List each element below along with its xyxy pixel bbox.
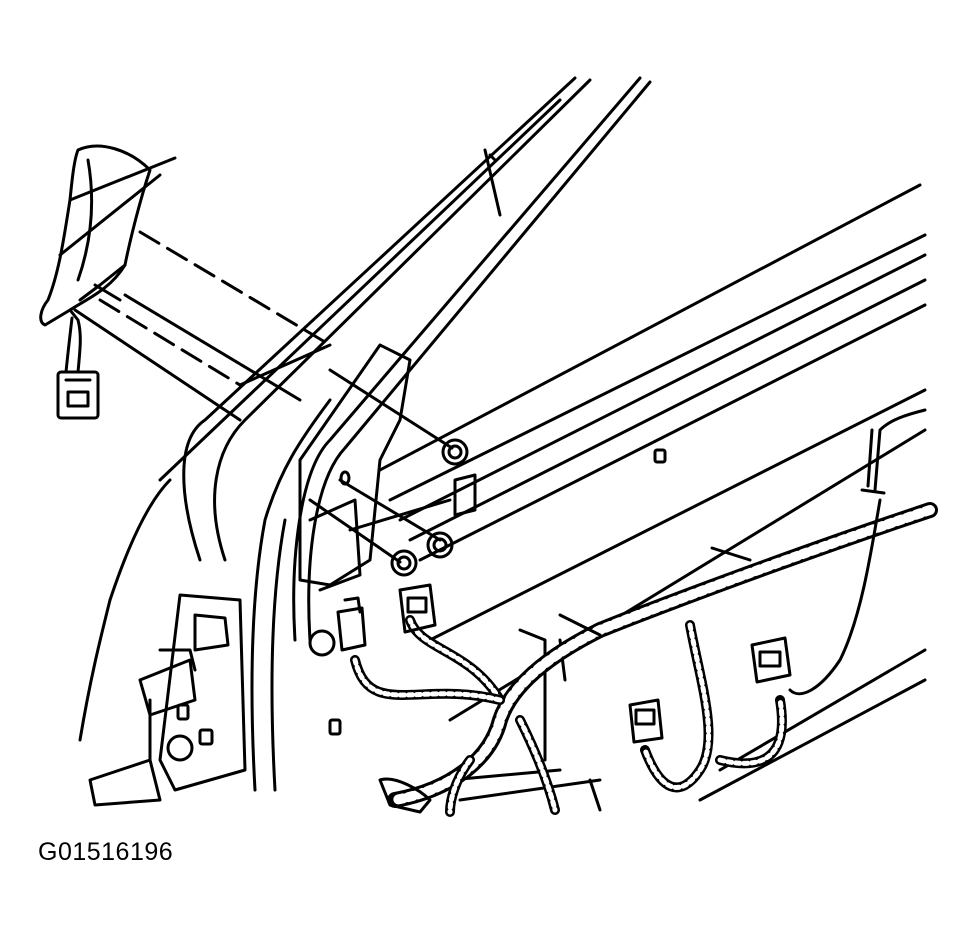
door-inner-panel (298, 343, 927, 812)
door-top-rail (348, 183, 927, 562)
mirror-mounting-band (73, 230, 332, 422)
outside-mirror (39, 144, 177, 374)
figure-code: G01516196 (38, 838, 174, 866)
a-pillar (78, 76, 652, 792)
mirror-connector (56, 370, 100, 420)
door-hinge (88, 593, 247, 807)
mirror-studs (308, 368, 469, 577)
wiring-harness (350, 408, 938, 817)
harness-connectors (336, 583, 792, 814)
